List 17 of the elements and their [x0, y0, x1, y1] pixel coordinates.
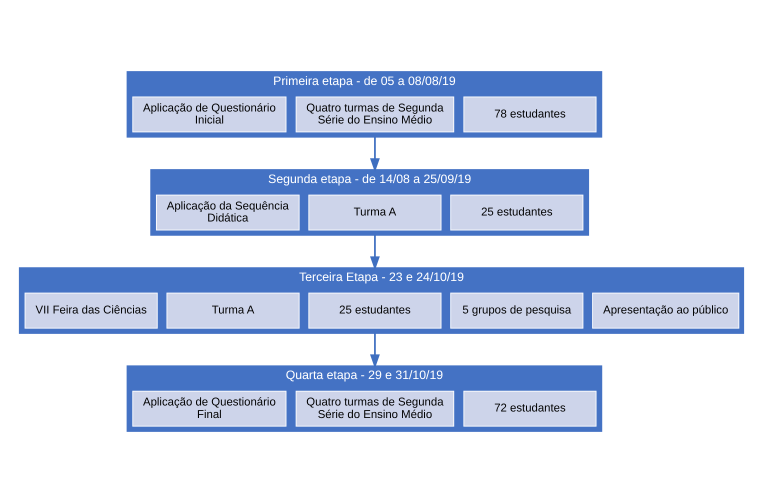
node-box: 25 estudantes	[450, 194, 584, 230]
node-box: Aplicação da Sequência Didática	[156, 194, 300, 230]
arrow	[370, 332, 380, 368]
arrow	[370, 234, 380, 270]
node-box: 78 estudantes	[463, 96, 597, 132]
node-box: Apresentação ao público	[592, 292, 740, 328]
node-box: Aplicação de Questionário Final	[132, 390, 286, 426]
node-box: Quatro turmas de Segunda Série do Ensino Médio	[296, 390, 454, 426]
node-box: Aplicação de Questionário Inicial	[132, 96, 286, 132]
node-box: Turma A	[308, 194, 442, 230]
node-box: VII Feira das Ciências	[24, 292, 158, 328]
node-box: 5 grupos de pesquisa	[450, 292, 584, 328]
arrow	[370, 136, 380, 172]
node-box: Quatro turmas de Segunda Série do Ensino Médio	[296, 96, 454, 132]
node-box: 25 estudantes	[308, 292, 442, 328]
node-box: Turma A	[166, 292, 300, 328]
node-box: 72 estudantes	[463, 390, 597, 426]
